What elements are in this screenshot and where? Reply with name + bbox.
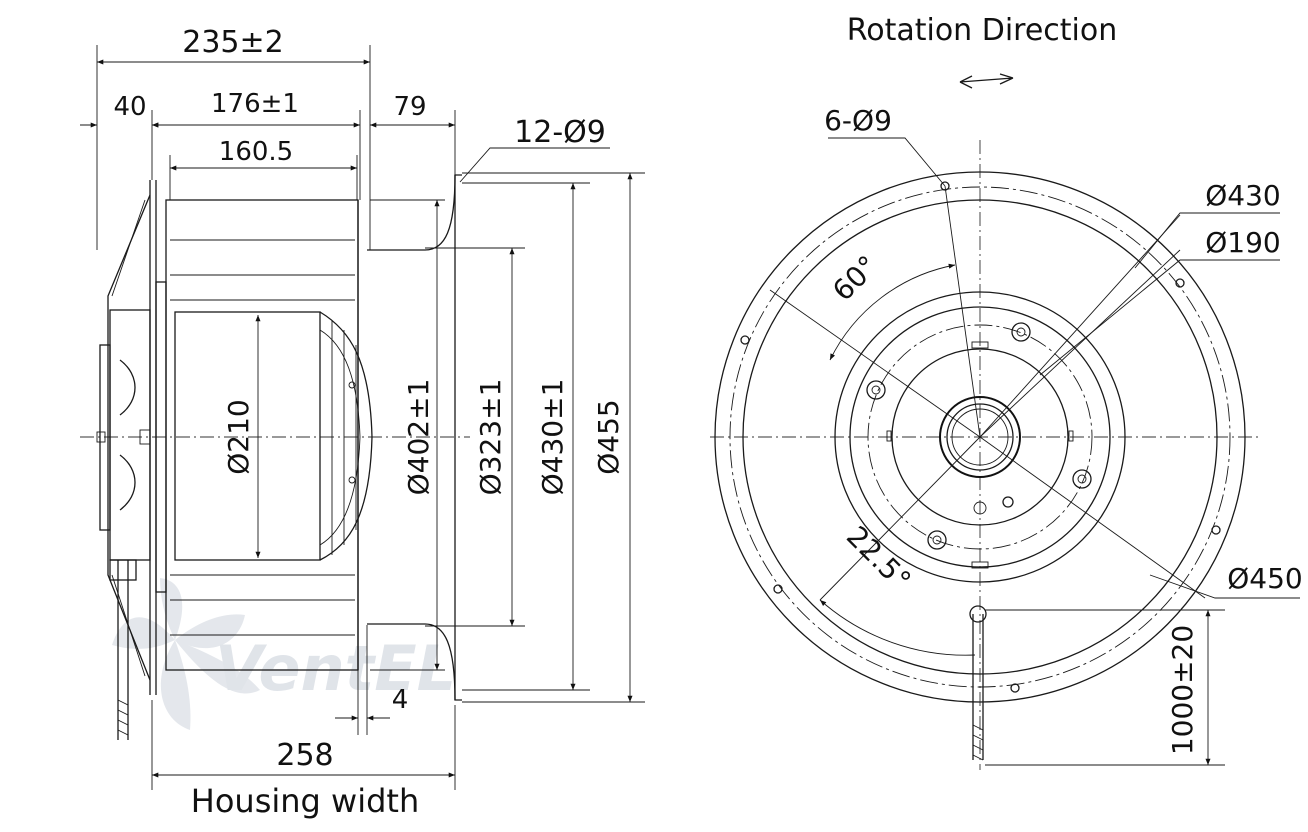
dim-hub-dia-label: Ø323±1	[474, 379, 507, 496]
bolt-ring-outer	[742, 199, 1218, 675]
rotation-arrow-icon	[959, 73, 1014, 89]
dim-cable-length-label: 1000±20	[1166, 625, 1199, 755]
motor-shaft-end	[96, 431, 106, 443]
dim-rotor-length-label: 160.5	[219, 137, 293, 167]
motor-bolt-circle	[867, 324, 1093, 550]
motor-shaft-lock	[139, 429, 151, 445]
dim-inlet-dia-label: Ø402±1	[402, 379, 435, 496]
construction-lines	[769, 185, 1206, 656]
inlet-cone-top	[367, 174, 462, 251]
dim-rotor-length: 160.5	[169, 137, 358, 200]
shaft-ring-inner	[946, 403, 1014, 471]
dim-housing-width-value: 258	[276, 738, 333, 773]
cable-end	[117, 699, 129, 736]
front-cable	[969, 605, 987, 761]
impeller-body	[165, 199, 359, 671]
dim-housing-width: 258 Housing width	[151, 700, 456, 820]
watermark-text: VentEL	[215, 632, 456, 705]
dim-motor-dia-label: Ø210	[222, 399, 255, 474]
housing-width-label: Housing width	[191, 782, 419, 820]
motor-ribs	[319, 320, 361, 555]
label-dia-450: Ø450	[1149, 562, 1303, 599]
dim-flange-offset-label: 40	[113, 92, 146, 122]
dim-inlet-depth-label: 79	[393, 92, 426, 122]
dim-bolt-circle-dia-label: Ø430±1	[536, 379, 569, 496]
flange-plate	[149, 180, 157, 695]
dim-gap-label: 4	[392, 685, 409, 715]
impeller-blades	[170, 239, 355, 636]
label-dia-430-text: Ø430	[1205, 179, 1280, 212]
dim-hub-dia: Ø323±1	[425, 247, 525, 627]
dim-cable-length: 1000±20	[985, 609, 1225, 766]
label-dia-190-text: Ø190	[1205, 226, 1280, 259]
hub-ring	[891, 348, 1069, 526]
dim-gap: 4	[335, 625, 408, 735]
dim-overall-label: 235±2	[182, 25, 283, 60]
rotation-direction-label: Rotation Direction	[847, 13, 1118, 48]
dim-overall: 235±2	[96, 25, 371, 250]
bolt-circle	[729, 186, 1231, 688]
motor-bolt-holes	[866, 322, 1092, 550]
shaft-ring-outer	[939, 396, 1021, 478]
dim-inlet-depth: 79	[370, 92, 456, 175]
hub-markers	[886, 341, 1074, 569]
motor-body	[174, 311, 321, 561]
dim-mounting-holes: 12-Ø9	[459, 115, 610, 183]
shaft-bore	[951, 408, 1009, 466]
dim-motor-length-label: 176±1	[211, 89, 299, 119]
dim-inlet-dia: Ø402±1	[370, 199, 445, 671]
motor-end-housing	[109, 309, 151, 561]
side-view: 235±2 40 176±1 160.5 79 12-Ø9	[80, 25, 645, 820]
label-dia-430: Ø430	[1134, 179, 1281, 269]
inlet-ring	[834, 291, 1126, 583]
angle-22-label: 22.5°	[840, 520, 917, 597]
dim-motor-dia: Ø210	[222, 315, 261, 558]
dim-outer-dia-label: Ø455	[592, 399, 625, 474]
dim-bolt-circle-dia: Ø430±1	[462, 182, 590, 691]
inlet-ring-inner	[849, 306, 1111, 568]
dim-motor-length: 176±1	[152, 89, 361, 200]
dim-flange-offset: 40	[80, 92, 170, 180]
front-view: Rotation Direction	[710, 13, 1303, 770]
label-6-holes-text: 6-Ø9	[824, 104, 892, 137]
dim-outer-dia: Ø455	[462, 172, 645, 703]
backplate	[155, 281, 167, 593]
angle-60-label: 60°	[826, 249, 884, 307]
label-dia-190: Ø190	[1039, 226, 1281, 376]
motor-dome	[319, 311, 373, 561]
flange-cone	[107, 194, 151, 681]
outer-bolt-holes	[740, 181, 1221, 693]
label-dia-450-text: Ø450	[1227, 562, 1302, 595]
cable-gland	[109, 559, 137, 581]
outer-ring	[714, 171, 1246, 703]
dim-mounting-holes-label: 12-Ø9	[514, 115, 606, 150]
label-6-holes: 6-Ø9	[824, 104, 946, 187]
motor-fins	[119, 359, 136, 511]
watermark-logo: VentEL	[112, 578, 456, 730]
